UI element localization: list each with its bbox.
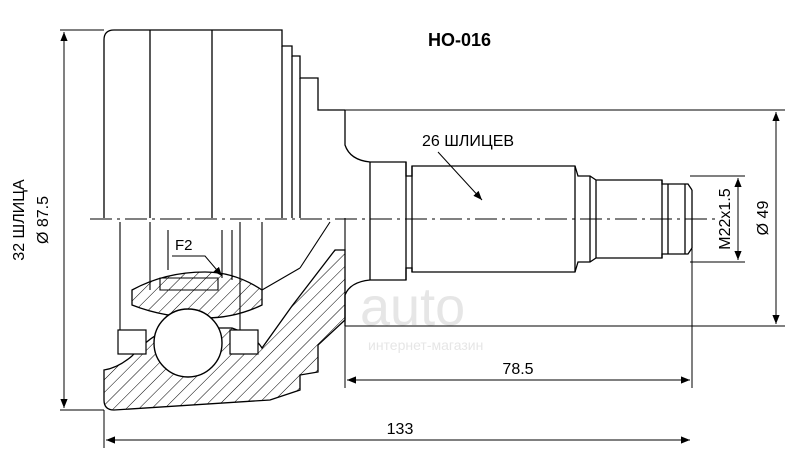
f2-label: F2 [175, 237, 193, 254]
total-length-label: 133 [387, 421, 414, 438]
outer-housing [103, 29, 345, 218]
outer-spline-count-label: 32 ШЛИЦА [11, 179, 28, 261]
spline-leader [437, 151, 483, 201]
dimension-lines [60, 29, 785, 448]
section-view [103, 218, 346, 411]
watermark-text: auto [360, 277, 465, 337]
part-number: HO-016 [428, 30, 491, 50]
watermark-subtext: интернет-магазин [368, 337, 483, 353]
f2-leader [172, 255, 223, 277]
shaft-diameter-label: Ø 49 [755, 201, 772, 236]
thread-label: M22x1.5 [717, 188, 734, 249]
outer-diameter-label: Ø 87.5 [35, 196, 52, 244]
spline-count-label: 26 ШЛИЦЕВ [422, 133, 514, 150]
shaft-length-label: 78.5 [502, 361, 533, 378]
watermark: auto интернет-магазин [360, 277, 483, 353]
